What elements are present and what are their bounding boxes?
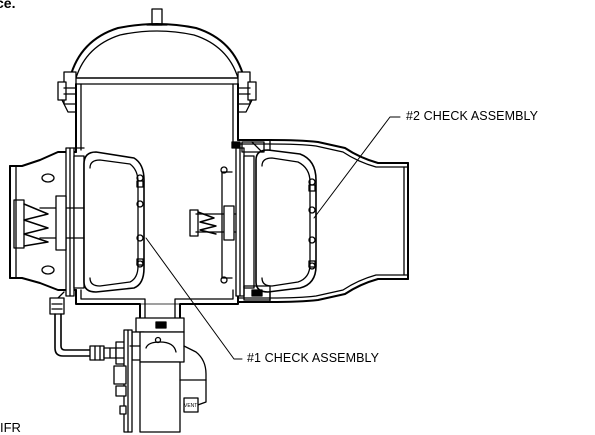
top-stem	[146, 8, 168, 26]
valve-body	[75, 83, 239, 323]
cover-clamp-left	[57, 71, 77, 113]
sensing-line	[49, 291, 127, 365]
callout-check-2: #2 CHECK ASSEMBLY	[406, 109, 539, 123]
check-1-assembly	[13, 147, 145, 297]
heading-fragment: ce.	[0, 0, 16, 11]
callout-leaders	[145, 116, 401, 360]
dome-cover	[69, 23, 245, 85]
relief-valve	[113, 317, 207, 433]
inlet-casting	[9, 151, 77, 291]
seat-rings	[73, 141, 265, 153]
cover-clamp-right	[237, 71, 257, 113]
vent-label: VENT	[184, 403, 198, 409]
check-2-assembly	[189, 147, 317, 301]
bottom-fragment: IFR	[0, 420, 21, 435]
callout-check-1: #1 CHECK ASSEMBLY	[247, 351, 380, 365]
